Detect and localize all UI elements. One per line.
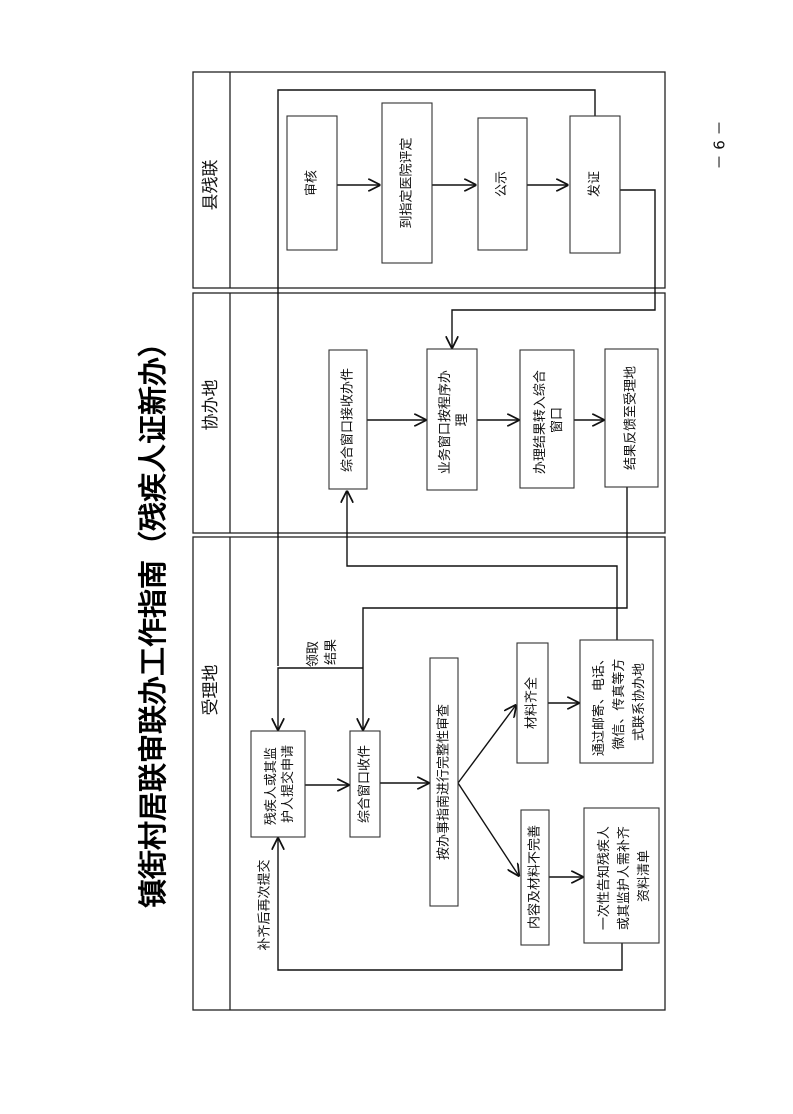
box-window-receive-case: 综合窗口接收办件 <box>328 349 368 490</box>
box-completeness-review: 按办事指南进行完整性审查 <box>429 657 459 907</box>
svg-text:材料齐全: 材料齐全 <box>524 677 540 729</box>
box-hospital-assessment: 到指定医院评定 <box>381 102 433 264</box>
box-publicize: 公示 <box>477 117 528 251</box>
box-notify-once: 一次性告知残疾人 或其监护人需补齐 资料清单 <box>583 807 660 944</box>
box-materials-complete: 材料齐全 <box>516 642 549 764</box>
svg-text:结果反馈至受理地: 结果反馈至受理地 <box>624 366 639 470</box>
svg-text:通过邮寄、电话、 微信、传真等方 式: 通过邮寄、电话、 微信、传真等方 式联系协办地 <box>591 648 647 756</box>
box-issue-certificate: 发证 <box>569 115 621 254</box>
lane-county: 县残联 <box>192 71 666 289</box>
lane-assist: 协办地 <box>192 292 666 534</box>
label-collect-result: 领取 结果 <box>306 637 339 667</box>
box-submit-application: 残疾人或其监 护人提交申请 <box>250 730 306 838</box>
svg-text:综合窗口收件: 综合窗口收件 <box>357 745 373 823</box>
svg-text:综合窗口接收办件: 综合窗口接收办件 <box>340 368 356 472</box>
box-result-feedback: 结果反馈至受理地 <box>604 348 659 488</box>
connectors <box>278 89 656 971</box>
svg-text:发证: 发证 <box>587 171 603 197</box>
lane-label-assist: 协办地 <box>201 380 221 431</box>
svg-text:到指定医院评定: 到指定医院评定 <box>400 137 415 228</box>
page-title: 镇街村居联审联办工作指南（残疾人证新办） <box>136 328 170 908</box>
box-review: 审核 <box>286 115 338 251</box>
box-materials-incomplete: 内容及材料不完善 <box>520 809 550 946</box>
svg-text:内容及材料不完善: 内容及材料不完善 <box>527 825 543 929</box>
svg-text:业务窗口按程序办 理: 业务窗口按程序办 理 <box>437 366 470 474</box>
svg-text:审核: 审核 <box>305 170 320 196</box>
lane-accept: 受理地 <box>192 536 666 1011</box>
label-resubmit: 补齐后再次提交 <box>257 859 273 950</box>
page-number: － 6 － <box>711 120 729 169</box>
svg-text:残疾人或其监 护人提交申请: 残疾人或其监 护人提交申请 <box>264 743 296 825</box>
box-window-receive: 综合窗口收件 <box>349 730 381 838</box>
svg-text:公示: 公示 <box>495 171 510 197</box>
lane-label-accept: 受理地 <box>201 665 221 716</box>
svg-text:一次性告知残疾人 或其监护人需补齐: 一次性告知残疾人 或其监护人需补齐 资料清单 <box>596 822 652 930</box>
box-result-transfer: 办理结果转入综合 窗口 <box>519 349 575 489</box>
svg-text:按办事指南进行完整性审查: 按办事指南进行完整性审查 <box>436 704 452 860</box>
box-business-window-process: 业务窗口按程序办 理 <box>426 348 478 491</box>
box-contact-assist: 通过邮寄、电话、 微信、传真等方 式联系协办地 <box>579 639 654 764</box>
svg-text:办理结果转入综合 窗口: 办理结果转入综合 窗口 <box>533 366 565 474</box>
lane-label-county: 县残联 <box>201 160 221 211</box>
